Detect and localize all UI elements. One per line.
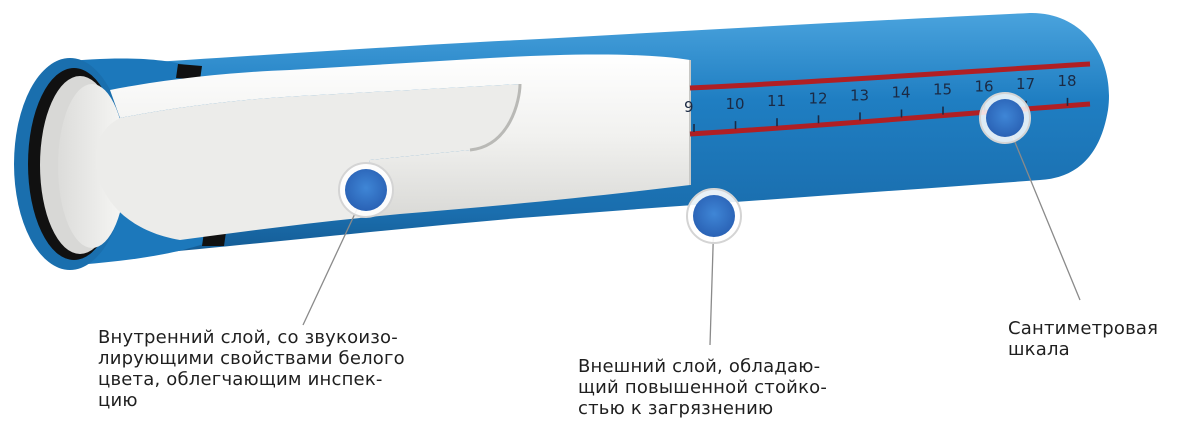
inner-layer-marker[interactable] xyxy=(338,162,394,218)
scale-tick-label: 13 xyxy=(850,86,869,104)
scale-leader-line xyxy=(1004,117,1081,301)
scale-tick-label: 15 xyxy=(933,81,952,99)
caption-line: цию xyxy=(98,390,138,411)
outer-layer-caption: Внешний слой, обладаю- щий повышенной ст… xyxy=(578,356,827,419)
caption-line: цвета, облегчающим инспек- xyxy=(98,369,383,390)
caption-line: Внутренний слой, со звукоизо- xyxy=(98,327,398,348)
caption-line: Сантиметровая xyxy=(1008,318,1159,339)
caption-line: щий повышенной стойко- xyxy=(578,377,828,398)
inner-bore xyxy=(96,84,520,240)
centimeter-scale: 9 10 11 12 13 14 15 16 17 18 xyxy=(684,72,1077,132)
inner-layer-cutaway xyxy=(110,54,690,218)
scale-tick-label: 11 xyxy=(767,92,786,110)
caption-line: Внешний слой, обладаю- xyxy=(578,356,821,377)
centimeter-scale-caption: Сантиметровая шкала xyxy=(1008,318,1158,360)
scale-tick-label: 10 xyxy=(726,95,745,113)
outer-layer-marker[interactable] xyxy=(686,188,742,244)
scale-tick-label: 12 xyxy=(809,89,828,107)
scale-tick-label: 18 xyxy=(1058,72,1077,90)
caption-line: лирующими свойствами белого xyxy=(98,348,405,369)
socket-seal-top xyxy=(176,64,202,80)
scale-tick-label: 14 xyxy=(892,83,911,101)
scale-tick-label: 9 xyxy=(684,98,694,116)
red-stripe-top xyxy=(689,61,1091,91)
caption-line: стью к загрязнению xyxy=(578,398,774,419)
scale-marker[interactable] xyxy=(979,92,1031,144)
inner-layer-caption: Внутренний слой, со звукоизо- лирующими … xyxy=(98,327,405,411)
scale-tick-label: 16 xyxy=(975,78,994,96)
scale-tick-label: 17 xyxy=(1016,75,1035,93)
caption-line: шкала xyxy=(1008,339,1070,360)
red-stripe-bottom xyxy=(689,101,1091,137)
